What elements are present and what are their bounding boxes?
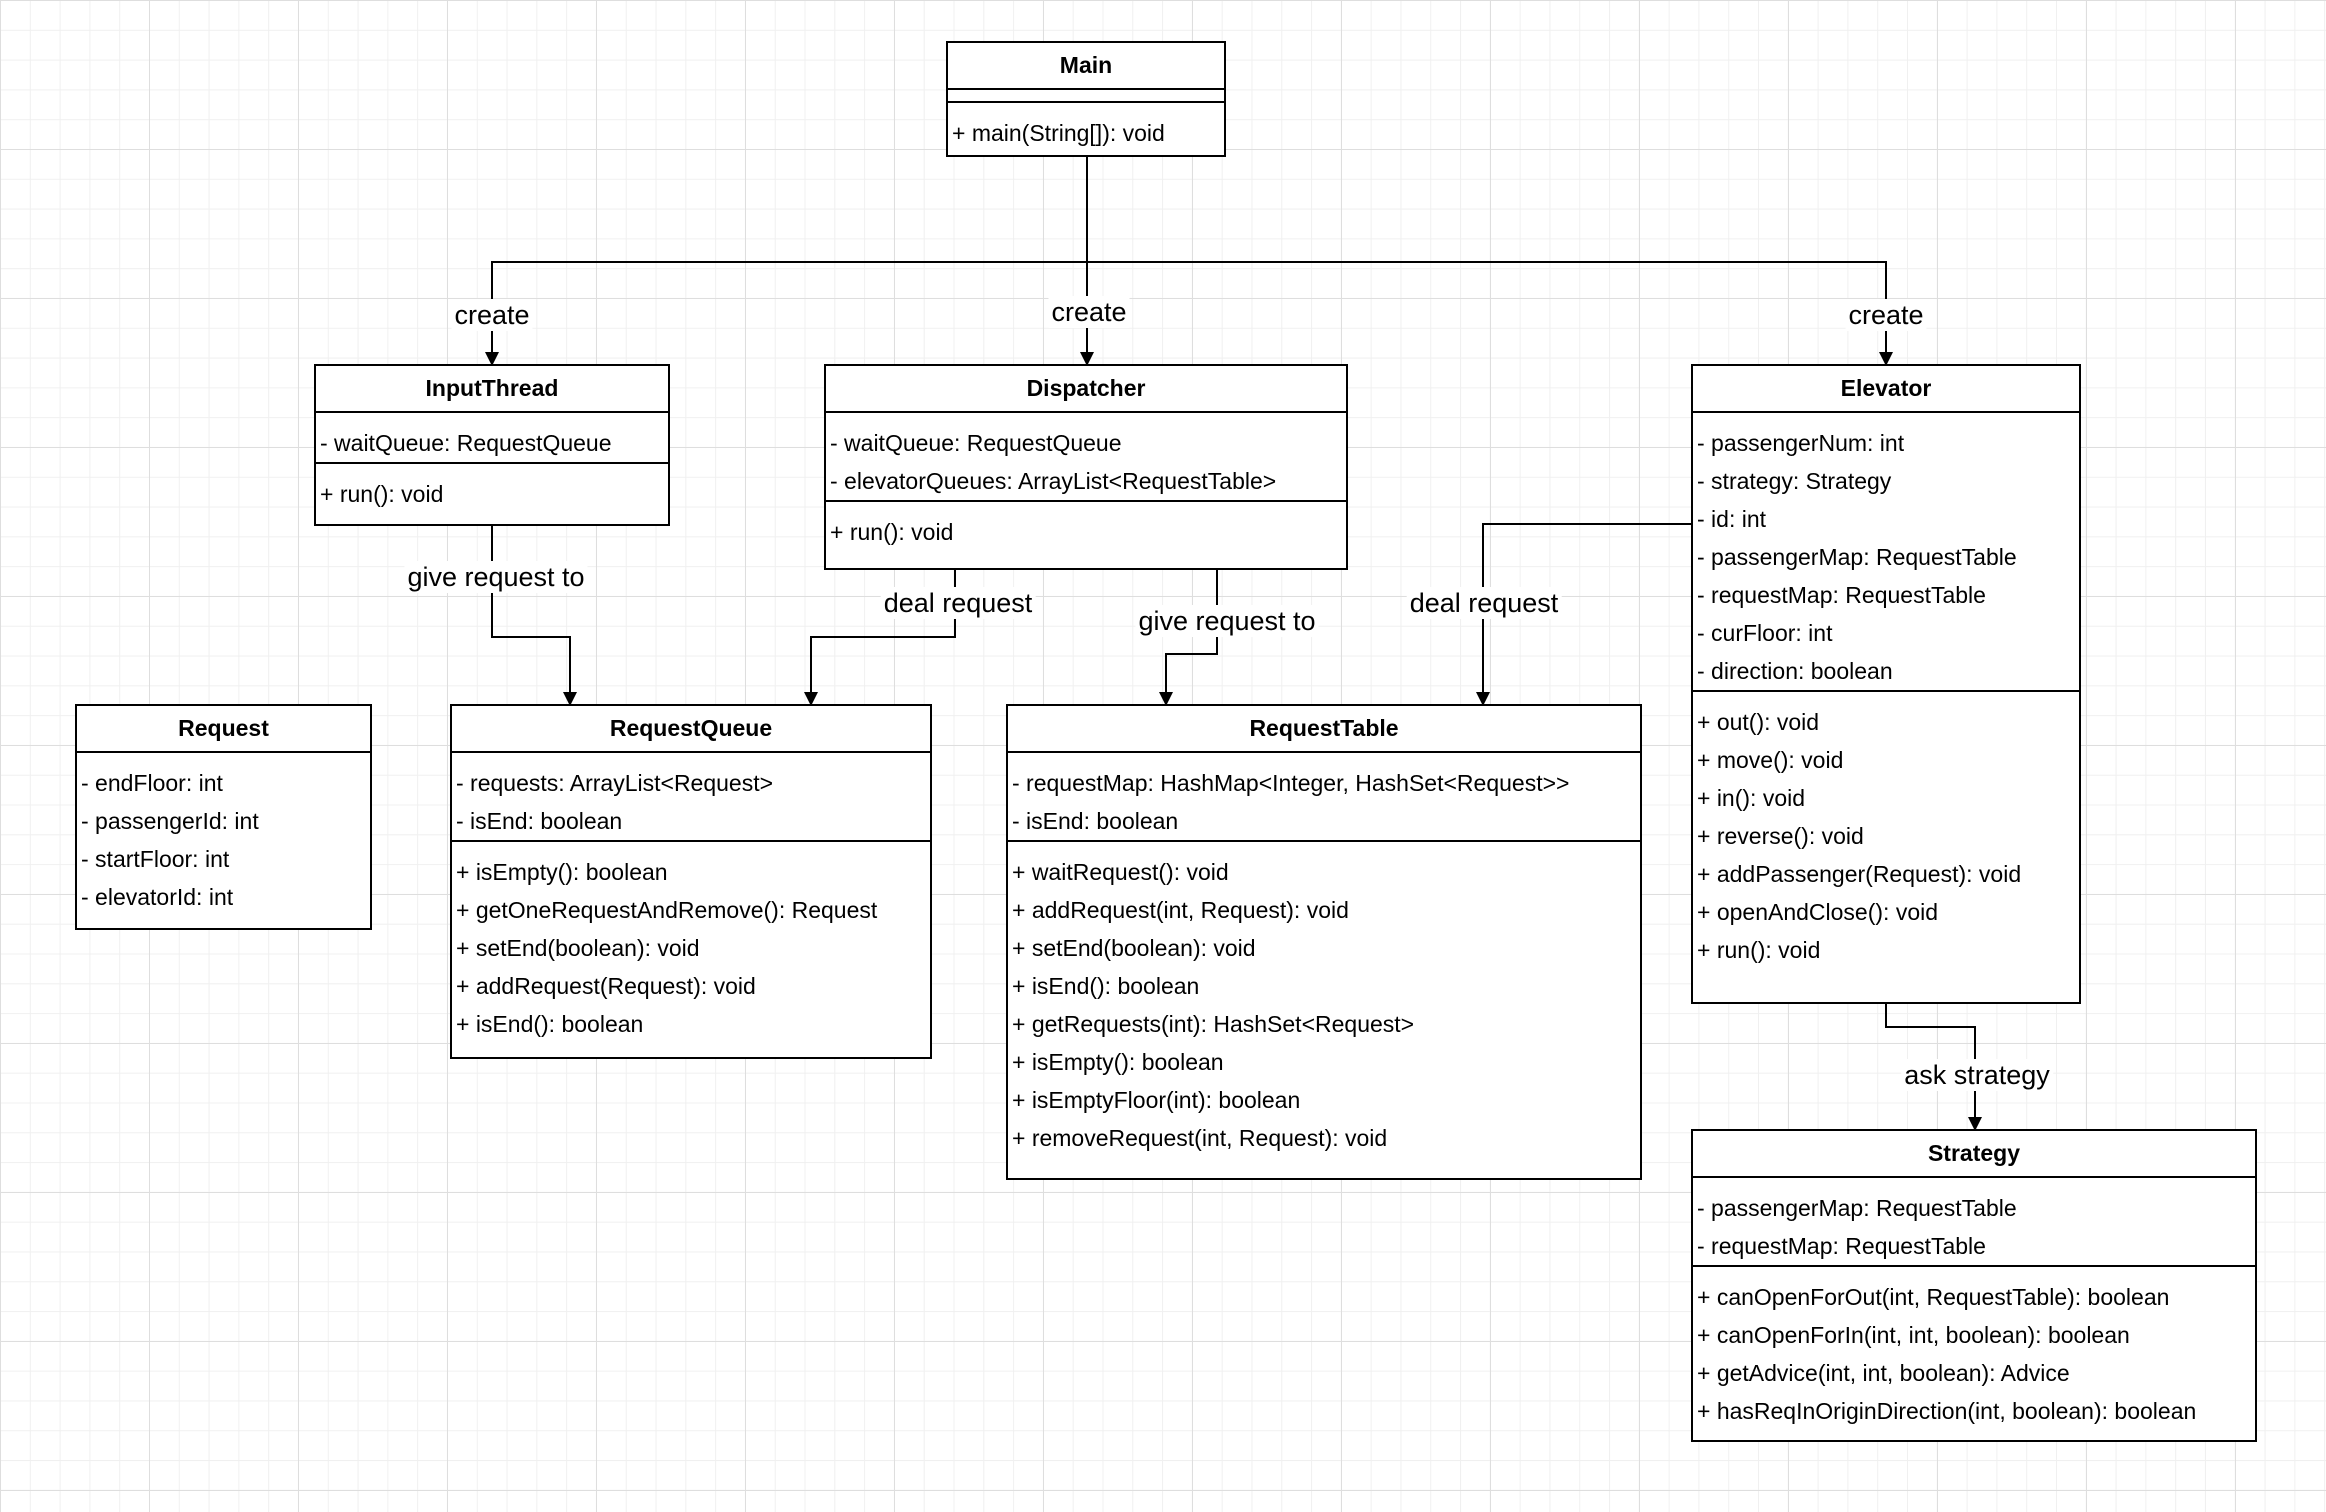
attribute: - passengerMap: RequestTable	[1697, 1195, 2017, 1221]
class-name: Request	[178, 715, 269, 741]
method: + canOpenForOut(int, RequestTable): bool…	[1697, 1284, 2170, 1310]
attribute: - passengerMap: RequestTable	[1697, 544, 2017, 570]
class-dispatcher[interactable]: Dispatcher - waitQueue: RequestQueue - ele…	[824, 364, 1348, 570]
method: + addPassenger(Request): void	[1697, 861, 2022, 887]
method: + getOneRequestAndRemove(): Request	[456, 897, 878, 923]
attributes-section: - requestMap: HashMap<Integer, HashSet<R…	[1008, 751, 1640, 840]
attribute: - waitQueue: RequestQueue	[320, 430, 612, 456]
method: + waitRequest(): void	[1012, 859, 1229, 885]
method: + out(): void	[1697, 709, 1820, 735]
attribute: - passengerNum: int	[1697, 430, 1905, 456]
methods-section: + run(): void	[316, 462, 668, 513]
attributes-section	[948, 88, 1224, 101]
class-main[interactable]: Main + main(String[]): void	[946, 41, 1226, 157]
attribute: - curFloor: int	[1697, 620, 1833, 646]
attribute: - isEnd: boolean	[1012, 808, 1179, 834]
methods-section: + isEmpty(): boolean + getOneRequestAndRe…	[452, 840, 930, 1043]
class-requesttable[interactable]: RequestTable - requestMap: HashMap<Intege…	[1006, 704, 1642, 1180]
method: + hasReqInOriginDirection(int, boolean):…	[1697, 1398, 2197, 1424]
attribute: - endFloor: int	[81, 770, 223, 796]
methods-section: + canOpenForOut(int, RequestTable): bool…	[1693, 1265, 2255, 1430]
class-requestqueue[interactable]: RequestQueue - requests: ArrayList<Reques…	[450, 704, 932, 1059]
class-name: Dispatcher	[1026, 375, 1146, 401]
edge-label-main-create-elevator: create	[1845, 299, 1927, 331]
method: + isEmpty(): boolean	[1012, 1049, 1224, 1075]
attribute: - id: int	[1697, 506, 1767, 532]
attributes-section: - requests: ArrayList<Request> - isEnd: b…	[452, 751, 930, 840]
methods-section: + waitRequest(): void + addRequest(int, R…	[1008, 840, 1640, 1157]
method: + getAdvice(int, int, boolean): Advice	[1697, 1360, 2070, 1386]
edge-main-create-elevator	[1086, 157, 1893, 366]
attributes-section: - endFloor: int - passengerId: int - start…	[77, 751, 370, 916]
method: + isEnd(): boolean	[456, 1011, 644, 1037]
method: + isEnd(): boolean	[1012, 973, 1200, 999]
attribute: - requests: ArrayList<Request>	[456, 770, 774, 796]
class-name: Main	[1059, 52, 1113, 78]
edge-label-elevator-deal-requesttable: deal request	[1406, 587, 1562, 619]
method: + main(String[]): void	[952, 120, 1165, 146]
attribute: - requestMap: RequestTable	[1697, 582, 1986, 608]
attribute: - elevatorId: int	[81, 884, 234, 910]
edge-main-create-inputthread	[485, 157, 1088, 366]
class-name: Elevator	[1840, 375, 1932, 401]
attribute: - passengerId: int	[81, 808, 259, 834]
class-elevator[interactable]: Elevator - passengerNum: int - strategy: S…	[1691, 364, 2081, 1004]
method: + move(): void	[1697, 747, 1844, 773]
attribute: - requestMap: RequestTable	[1697, 1233, 1986, 1259]
class-inputthread[interactable]: InputThread - waitQueue: RequestQueue + ru…	[314, 364, 670, 526]
attribute: - requestMap: HashMap<Integer, HashSet<R…	[1012, 770, 1570, 796]
method: + canOpenForIn(int, int, boolean): boole…	[1697, 1322, 2130, 1348]
method: + in(): void	[1697, 785, 1806, 811]
attribute: - strategy: Strategy	[1697, 468, 1892, 494]
edge-label-dispatcher-deal-requestqueue: deal request	[880, 587, 1036, 619]
edge-elevator-deal-requesttable	[1476, 523, 1691, 706]
attributes-section: - waitQueue: RequestQueue - elevatorQueue…	[826, 411, 1346, 500]
method: + reverse(): void	[1697, 823, 1864, 849]
class-name: RequestQueue	[609, 715, 773, 741]
method: + removeRequest(int, Request): void	[1012, 1125, 1388, 1151]
attribute: - waitQueue: RequestQueue	[830, 430, 1122, 456]
method: + openAndClose(): void	[1697, 899, 1939, 925]
attribute: - isEnd: boolean	[456, 808, 623, 834]
method: + run(): void	[1697, 937, 1821, 963]
edge-label-main-create-dispatcher: create	[1048, 296, 1130, 328]
edge-label-main-create-inputthread: create	[451, 299, 533, 331]
method: + addRequest(int, Request): void	[1012, 897, 1349, 923]
method: + run(): void	[830, 519, 954, 545]
edge-label-dispatcher-give-requesttable: give request to	[1135, 605, 1319, 637]
method: + setEnd(boolean): void	[456, 935, 700, 961]
edge-inputthread-give-requestqueue	[491, 526, 577, 706]
method: + run(): void	[320, 481, 444, 507]
attribute: - startFloor: int	[81, 846, 230, 872]
methods-section: + main(String[]): void	[948, 101, 1224, 152]
method: + isEmpty(): boolean	[456, 859, 668, 885]
edge-dispatcher-give-requesttable	[1159, 570, 1218, 706]
attribute: - elevatorQueues: ArrayList<RequestTable…	[830, 468, 1277, 494]
class-name: Strategy	[1927, 1140, 2021, 1166]
class-name: InputThread	[425, 375, 559, 401]
method: + addRequest(Request): void	[456, 973, 756, 999]
method: + getRequests(int): HashSet<Request>	[1012, 1011, 1415, 1037]
class-strategy[interactable]: Strategy - passengerMap: RequestTable - re…	[1691, 1129, 2257, 1442]
edge-label-elevator-ask-strategy: ask strategy	[1901, 1059, 2053, 1091]
method: + setEnd(boolean): void	[1012, 935, 1256, 961]
attributes-section: - waitQueue: RequestQueue	[316, 411, 668, 462]
methods-section: + out(): void + move(): void + in(): void +…	[1693, 690, 2079, 969]
methods-section: + run(): void	[826, 500, 1346, 551]
edge-label-inputthread-give-requestqueue: give request to	[404, 561, 588, 593]
method: + isEmptyFloor(int): boolean	[1012, 1087, 1301, 1113]
attribute: - direction: boolean	[1697, 658, 1893, 684]
class-name: RequestTable	[1249, 715, 1399, 741]
attributes-section: - passengerNum: int - strategy: Strategy -…	[1693, 411, 2079, 690]
attributes-section: - passengerMap: RequestTable - requestMap…	[1693, 1176, 2255, 1265]
class-request[interactable]: Request - endFloor: int - passengerId: int…	[75, 704, 372, 930]
